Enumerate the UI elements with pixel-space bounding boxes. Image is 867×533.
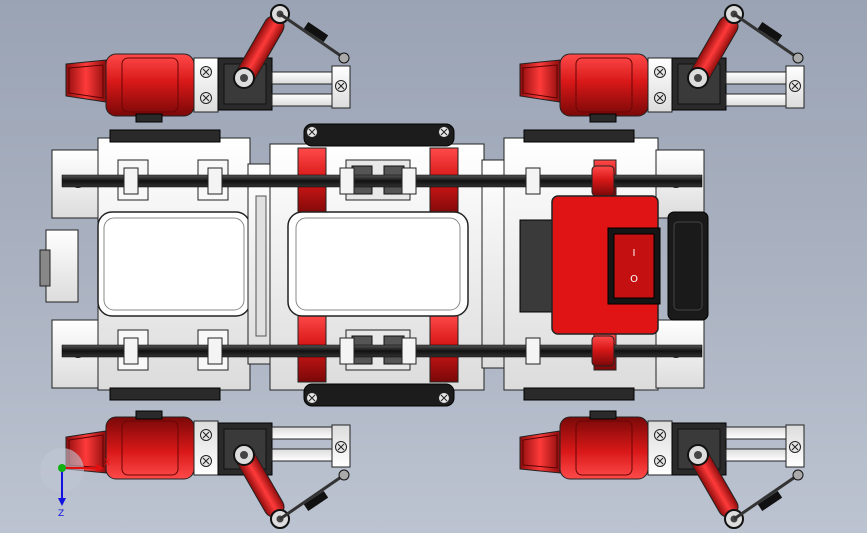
leg-rear-left	[66, 411, 350, 528]
switch-on-label: I	[633, 248, 636, 259]
axis-triad: X Z	[40, 448, 110, 519]
leg-front-right	[520, 5, 804, 122]
leg-rear-right	[520, 411, 804, 528]
z-axis-label: Z	[58, 509, 64, 519]
power-switch[interactable]: I O	[613, 233, 655, 299]
y-axis-marker	[58, 464, 66, 472]
chassis: I O	[39, 123, 709, 407]
switch-off-label: O	[630, 274, 638, 285]
x-axis-label: X	[104, 458, 110, 468]
leg-front-left	[66, 5, 350, 122]
